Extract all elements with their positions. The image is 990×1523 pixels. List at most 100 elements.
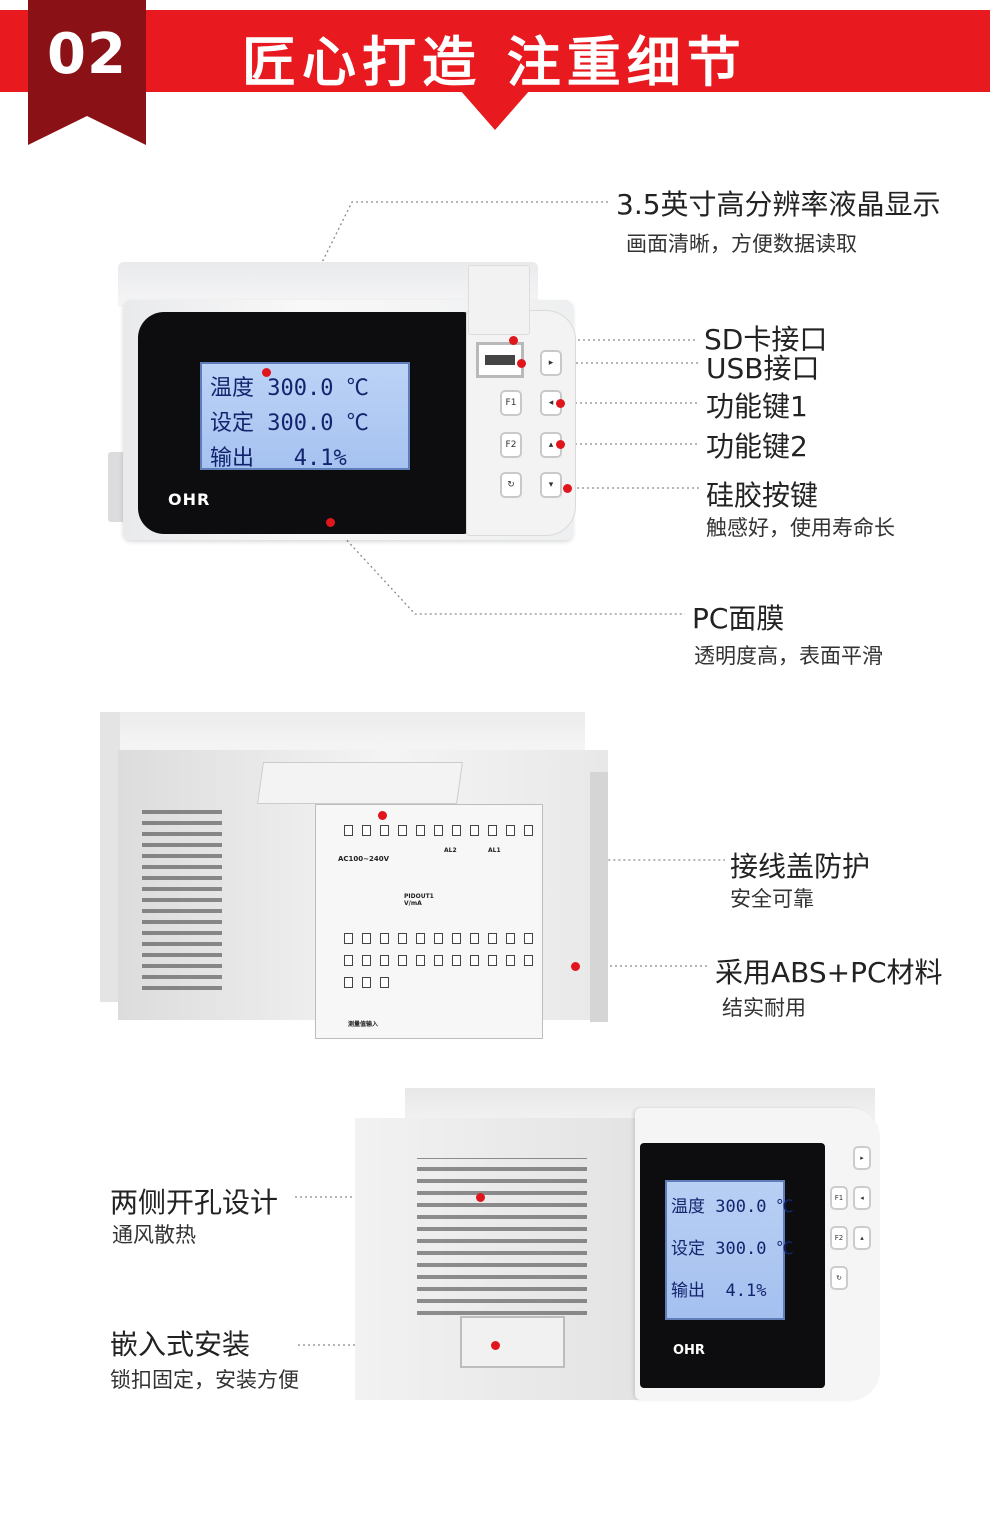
controller-side-view: 温度 300.0 ℃ 设定 300.0 ℃ 输出 4.1% OHR ▸ F1 ◂… [355, 1088, 880, 1400]
side-vents [142, 807, 222, 997]
wiring-terminal [434, 825, 443, 836]
wiring-terminal [362, 955, 371, 966]
wiring-terminal [344, 955, 353, 966]
wiring-terminal [344, 825, 353, 836]
mounting-clip [460, 1316, 565, 1368]
vent-feature-title: 两侧开孔设计 [110, 1186, 279, 1219]
marker-dot [262, 368, 271, 377]
wiring-terminal [524, 825, 533, 836]
pc-film-feature-title: PC面膜 [692, 602, 785, 635]
right-arrow-key: ▸ [540, 350, 562, 376]
pc-film-feature-desc: 透明度高，表面平滑 [694, 644, 883, 668]
power-key: ↻ [500, 472, 522, 498]
wiring-terminal [434, 933, 443, 944]
wiring-terminal [470, 825, 479, 836]
down-arrow-key: ▾ [540, 472, 562, 498]
wiring-terminal [380, 977, 389, 988]
wiring-terminal [524, 955, 533, 966]
wiring-terminal [488, 933, 497, 944]
sd-feature-title: SD卡接口 [704, 323, 828, 356]
marker-dot [556, 440, 565, 449]
brand-logo: OHR [168, 490, 211, 509]
controller-front-view: 温度 300.0 ℃ 设定 300.0 ℃ 输出 4.1% OHR ▸ F1 ◂… [108, 262, 588, 547]
wiring-terminal [344, 933, 353, 944]
wiring-terminal [344, 977, 353, 988]
vent-feature-desc: 通风散热 [112, 1223, 196, 1247]
wiring-terminal [452, 825, 461, 836]
output-label: PIDOUT1 V/mA [404, 893, 434, 907]
wiring-terminal [380, 825, 389, 836]
wiring-terminal [362, 825, 371, 836]
wiring-terminal [362, 977, 371, 988]
banner-bar [0, 10, 990, 92]
cover-feature-title: 接线盖防护 [730, 850, 871, 883]
section-number: 02 [47, 22, 127, 87]
marker-dot [491, 1341, 500, 1350]
f2-key: F2 [500, 432, 522, 458]
wiring-terminal [506, 933, 515, 944]
alarm2-label: AL2 [444, 847, 457, 854]
left-arrow-key: ◂ [853, 1186, 871, 1210]
f1-key: F1 [500, 390, 522, 416]
cover-feature-desc: 安全可靠 [730, 887, 814, 911]
sd-card-flap [468, 265, 530, 335]
wiring-terminal [488, 825, 497, 836]
lcd-row-setpoint: 设定 300.0 ℃ [671, 1239, 794, 1259]
wiring-terminal [362, 933, 371, 944]
wiring-terminal [416, 933, 425, 944]
terminal-cover: AC100~240V PIDOUT1 V/mA AL2 AL1 测量值输入 [315, 804, 543, 1039]
usb-feature-title: USB接口 [706, 352, 820, 385]
lcd-feature-desc: 画面清晰，方便数据读取 [626, 232, 857, 256]
power-label: AC100~240V [338, 855, 390, 863]
banner-notch [460, 90, 530, 130]
lcd-row-setpoint: 设定 300.0 ℃ [210, 411, 369, 436]
wiring-terminal [470, 933, 479, 944]
banner-title: 匠心打造 注重细节 [242, 31, 747, 94]
marker-dot [563, 484, 572, 493]
marker-dot [571, 962, 580, 971]
silicone-feature-desc: 触感好，使用寿命长 [706, 516, 895, 540]
product-label-sticker [257, 762, 463, 804]
wiring-terminal [506, 825, 515, 836]
marker-dot [556, 399, 565, 408]
wiring-terminal [470, 955, 479, 966]
marker-dot [476, 1193, 485, 1202]
wiring-terminal [398, 933, 407, 944]
wiring-terminal [524, 933, 533, 944]
material-feature-desc: 结实耐用 [722, 996, 806, 1020]
wiring-terminal [488, 955, 497, 966]
wiring-terminal [434, 955, 443, 966]
wiring-terminal [416, 825, 425, 836]
mount-feature-title: 嵌入式安装 [110, 1328, 251, 1361]
lcd-row-temperature: 温度 300.0 ℃ [671, 1197, 794, 1217]
alarm1-label: AL1 [488, 847, 501, 854]
wiring-terminal [380, 955, 389, 966]
material-feature-title: 采用ABS+PC材料 [715, 956, 943, 989]
up-arrow-key: ▴ [853, 1226, 871, 1250]
f2-key: F2 [830, 1226, 848, 1250]
marker-dot [509, 336, 518, 345]
lcd-screen: 温度 300.0 ℃ 设定 300.0 ℃ 输出 4.1% [200, 362, 410, 471]
wiring-terminal [416, 955, 425, 966]
housing-top [120, 712, 585, 752]
header-banner: 02 匠心打造 注重细节 [0, 0, 990, 145]
marker-dot [326, 518, 335, 527]
lcd-screen: 温度 300.0 ℃ 设定 300.0 ℃ 输出 4.1% [665, 1180, 794, 1320]
right-arrow-key: ▸ [853, 1146, 871, 1170]
side-vent-holes [417, 1158, 587, 1323]
controller-rear-view: AC100~240V PIDOUT1 V/mA AL2 AL1 测量值输入 [100, 712, 620, 1042]
front-frame [100, 712, 122, 1002]
wiring-terminal [452, 955, 461, 966]
lcd-row-output: 输出 4.1% [671, 1281, 767, 1301]
brand-logo: OHR [673, 1343, 705, 1358]
wiring-terminal [398, 825, 407, 836]
power-key: ↻ [830, 1266, 848, 1290]
mount-feature-desc: 锁扣固定，安装方便 [110, 1368, 299, 1392]
wiring-terminal [398, 955, 407, 966]
marker-dot [378, 811, 387, 820]
device-side-latch [108, 452, 126, 522]
f1-key: F1 [830, 1186, 848, 1210]
fn1-feature-title: 功能键1 [706, 390, 808, 423]
housing-edge [590, 772, 608, 1022]
fn2-feature-title: 功能键2 [706, 430, 808, 463]
